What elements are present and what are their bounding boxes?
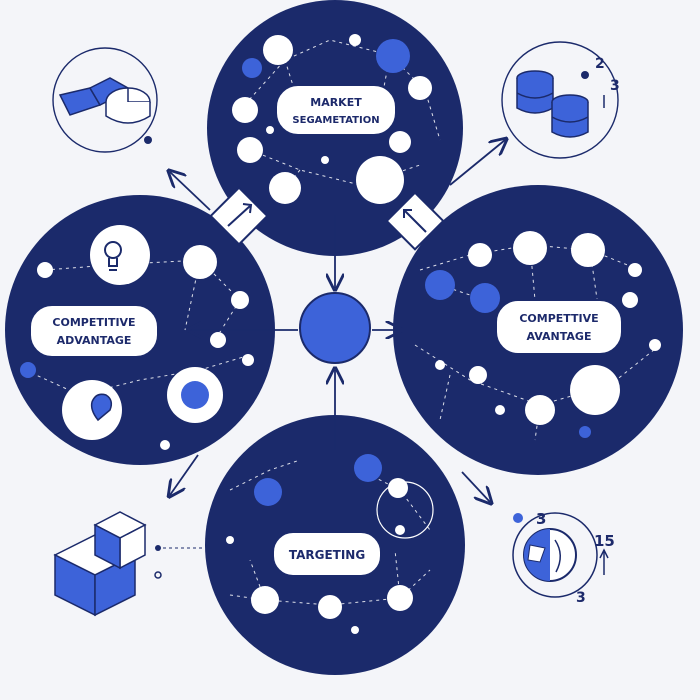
diamond-connector-right bbox=[385, 191, 445, 251]
label-competitive-advantage-right: COMPETTIVE AVANTAGE bbox=[495, 299, 623, 355]
arrow-to-top-right-icon bbox=[449, 140, 505, 186]
arrow-to-bottom-left-icon bbox=[170, 454, 199, 495]
label-targeting: TARGETING bbox=[272, 531, 382, 577]
label-competitive-advantage-left: COMPETITIVE ADVANTAGE bbox=[29, 304, 159, 358]
connector-arrows bbox=[170, 140, 505, 502]
central-hub bbox=[299, 292, 371, 364]
competitive-right-line2: AVANTAGE bbox=[527, 330, 592, 343]
location-pin-icon bbox=[90, 393, 113, 422]
arrow-to-bottom-right-icon bbox=[461, 471, 490, 502]
annotation-3-bottom: 3 bbox=[576, 590, 586, 606]
pie-chart-icon bbox=[52, 47, 158, 153]
label-market-segmentation: MARKET SEGAMETATION bbox=[275, 84, 397, 136]
targeting-line1: TARGETING bbox=[289, 548, 365, 562]
arrow-to-top-left-icon bbox=[170, 172, 211, 211]
lightbulb-icon bbox=[104, 241, 122, 271]
market-segmentation-line1: MARKET bbox=[310, 96, 362, 109]
cube-blocks-icon bbox=[53, 511, 205, 617]
competitive-left-line1: COMPETITIVE bbox=[52, 316, 135, 329]
annotation-15: 15 bbox=[594, 532, 615, 550]
database-stack-icon bbox=[501, 41, 619, 159]
competitive-right-line1: COMPETTIVE bbox=[519, 312, 598, 325]
annotation-2: 2 bbox=[595, 56, 605, 72]
annotation-3: 3 bbox=[610, 78, 620, 94]
competitive-left-line2: ADVANTAGE bbox=[57, 334, 132, 347]
annotation-3-top: 3 bbox=[536, 510, 546, 528]
globe-cycle-icon bbox=[512, 512, 609, 598]
market-segmentation-line2: SEGAMETATION bbox=[292, 115, 379, 126]
diamond-connector-left bbox=[209, 186, 269, 246]
